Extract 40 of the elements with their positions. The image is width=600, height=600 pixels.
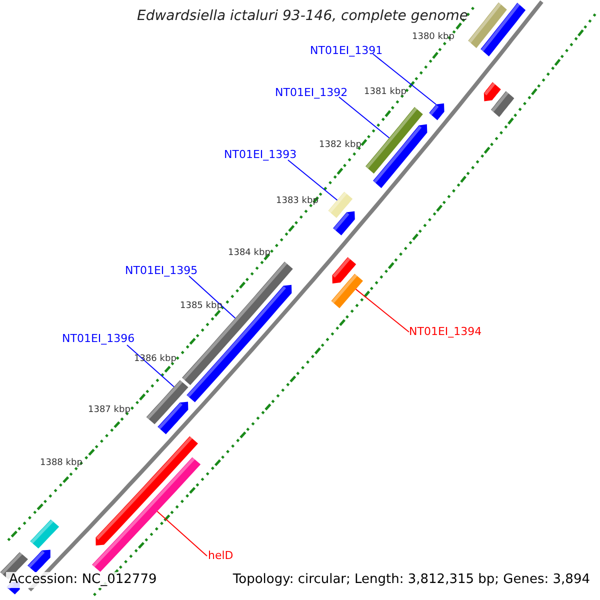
gene-bar <box>331 274 363 308</box>
diagram-title: Edwardsiella ictaluri 93-146, complete genome <box>137 9 468 24</box>
scale-label: 1382 kbp <box>319 141 362 151</box>
leader-line <box>288 160 338 201</box>
gene-label: NT01EI_1396 <box>62 333 135 346</box>
gene-bar <box>468 2 507 48</box>
scale-label: 1383 kbp <box>276 197 318 207</box>
leader-line <box>355 288 410 332</box>
gene-label: NT01EI_1392 <box>275 87 348 100</box>
gene-label: NT01EI_1394 <box>409 326 482 338</box>
scale-label: 1388 kbp <box>40 459 82 469</box>
leader-line <box>156 510 208 556</box>
gene-label: NT01EI_1393 <box>224 149 297 162</box>
gene-feature <box>28 550 50 573</box>
gene-bar <box>480 2 526 56</box>
leader-line <box>372 54 436 105</box>
scale-label: 1384 kbp <box>228 249 270 259</box>
gene-bar <box>328 192 353 218</box>
scale-label: 1381 kbp <box>364 88 406 98</box>
gene-bar <box>146 380 188 424</box>
gene-feature <box>429 103 444 120</box>
leader-line <box>338 96 390 138</box>
gene-feature <box>158 402 188 434</box>
gene-bar <box>366 107 423 174</box>
gene-feature <box>96 436 198 546</box>
gene-feature <box>333 211 355 236</box>
gene-feature <box>484 82 501 102</box>
leader-line <box>188 276 236 319</box>
gene-feature <box>373 124 428 188</box>
genome-stats-text: Topology: circular; Length: 3,812,315 bp; Genes: 3,894 <box>230 572 592 588</box>
scale-label: 1387 kbp <box>88 406 130 416</box>
gene-feature <box>332 257 356 284</box>
gene-label: helD <box>208 550 234 562</box>
gene-label: NT01EI_1395 <box>125 265 198 278</box>
scale-label: 1380 kbp <box>412 33 454 43</box>
gene-label: NT01EI_1391 <box>310 45 383 58</box>
gene-bar <box>92 457 201 572</box>
leader-line <box>126 344 174 388</box>
gene-bar <box>490 91 514 117</box>
gene-bar <box>30 520 60 548</box>
